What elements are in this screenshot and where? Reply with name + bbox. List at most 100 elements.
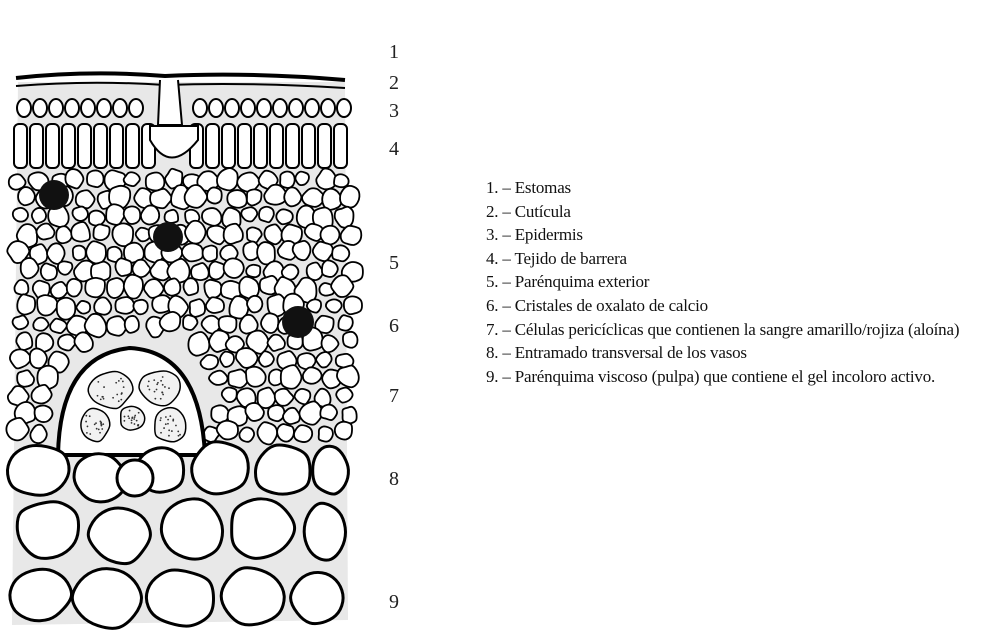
parenchyma-cell (76, 301, 90, 314)
parenchyma-cell (217, 421, 238, 440)
parenchyma-cell (264, 224, 282, 244)
stipple-dot (162, 394, 164, 396)
vessel-cell (117, 460, 153, 496)
parenchyma-cell (335, 422, 352, 440)
stipple-dot (154, 398, 156, 400)
parenchyma-cell (124, 172, 140, 186)
stipple-dot (163, 427, 165, 429)
barrier-cell (254, 124, 267, 168)
stipple-dot (171, 430, 173, 432)
parenchyma-cell (342, 407, 356, 424)
stipple-dot (124, 416, 126, 418)
epidermis-cell (289, 99, 303, 117)
stipple-dot (102, 423, 104, 425)
parenchyma-cell (17, 294, 35, 314)
parenchyma-cell (32, 208, 46, 223)
parenchyma-cell (341, 226, 362, 245)
parenchyma-cell (224, 258, 244, 278)
stipple-dot (103, 386, 105, 388)
stipple-dot (137, 424, 139, 426)
stipple-dot (131, 417, 133, 419)
layer-number-3: 3 (389, 101, 399, 121)
epidermis-cell (193, 99, 207, 117)
parenchyma-cell (207, 187, 222, 203)
pulp-cell (291, 572, 344, 623)
pulp-cell (17, 502, 78, 559)
epidermis-cell (129, 99, 143, 117)
parenchyma-cell (182, 243, 203, 261)
parenchyma-cell (336, 388, 352, 403)
stipple-dot (161, 392, 163, 394)
epidermis-cell (273, 99, 287, 117)
barrier-cell (94, 124, 107, 168)
barrier-cell (222, 124, 235, 168)
stipple-dot (160, 398, 162, 400)
parenchyma-cell (58, 261, 72, 274)
stipple-dot (154, 391, 156, 393)
parenchyma-cell (41, 263, 57, 280)
stipple-dot (156, 383, 158, 385)
parenchyma-cell (141, 206, 159, 225)
parenchyma-cell (277, 424, 294, 442)
parenchyma-cell (206, 297, 224, 313)
parenchyma-cell (319, 426, 333, 441)
pulp-cell (304, 503, 345, 560)
parenchyma-cell (50, 319, 67, 333)
epidermis-cell (81, 99, 95, 117)
parenchyma-cell (217, 168, 238, 190)
parenchyma-cell (332, 245, 349, 261)
parenchyma-cell (257, 422, 277, 444)
barrier-cell (14, 124, 27, 168)
barrier-cell (110, 124, 123, 168)
stipple-dot (94, 423, 96, 425)
pericyclic-cell (155, 408, 186, 442)
parenchyma-cell (209, 371, 228, 385)
stipple-dot (116, 394, 118, 396)
layer-number-9: 9 (389, 592, 399, 612)
calcium-oxalate-crystal (153, 222, 183, 252)
stipple-dot (169, 415, 171, 417)
barrier-cell (238, 124, 251, 168)
epidermis-cell (113, 99, 127, 117)
pulp-cell (221, 568, 284, 625)
layer-number-5: 5 (389, 253, 399, 273)
parenchyma-cell (276, 209, 293, 224)
pulp-cell (161, 499, 222, 559)
legend-item: 6. – Cristales de oxalato de calcio (486, 294, 959, 318)
parenchyma-cell (247, 296, 262, 313)
parenchyma-cell (16, 332, 32, 350)
parenchyma-cell (239, 427, 254, 441)
stipple-dot (98, 429, 100, 431)
parenchyma-cell (107, 278, 124, 298)
stipple-dot (149, 389, 151, 391)
stipple-dot (85, 421, 87, 423)
parenchyma-cell (191, 263, 209, 280)
parenchyma-cell (259, 207, 274, 222)
parenchyma-cell (165, 210, 179, 223)
parenchyma-cell (21, 258, 39, 278)
epidermis-cell (97, 99, 111, 117)
parenchyma-cell (261, 313, 278, 333)
layer-number-7: 7 (389, 386, 399, 406)
stipple-dot (131, 422, 133, 424)
parenchyma-cell (338, 315, 352, 330)
layer-number-6: 6 (389, 316, 399, 336)
stipple-dot (89, 433, 91, 435)
parenchyma-cell (164, 278, 180, 295)
stipple-dot (162, 376, 164, 378)
stipple-dot (97, 381, 99, 383)
stipple-dot (99, 432, 101, 434)
parenchyma-cell (18, 187, 35, 205)
stipple-dot (165, 416, 167, 418)
stipple-dot (96, 428, 98, 430)
parenchyma-cell (33, 318, 48, 331)
stipple-dot (101, 396, 103, 398)
epidermis-cell (225, 99, 239, 117)
stipple-dot (95, 422, 97, 424)
stipple-dot (133, 418, 135, 420)
stipple-dot (101, 428, 103, 430)
stipple-dot (159, 419, 161, 421)
barrier-cell (318, 124, 331, 168)
parenchyma-cell (13, 208, 28, 222)
stipple-dot (147, 385, 149, 387)
